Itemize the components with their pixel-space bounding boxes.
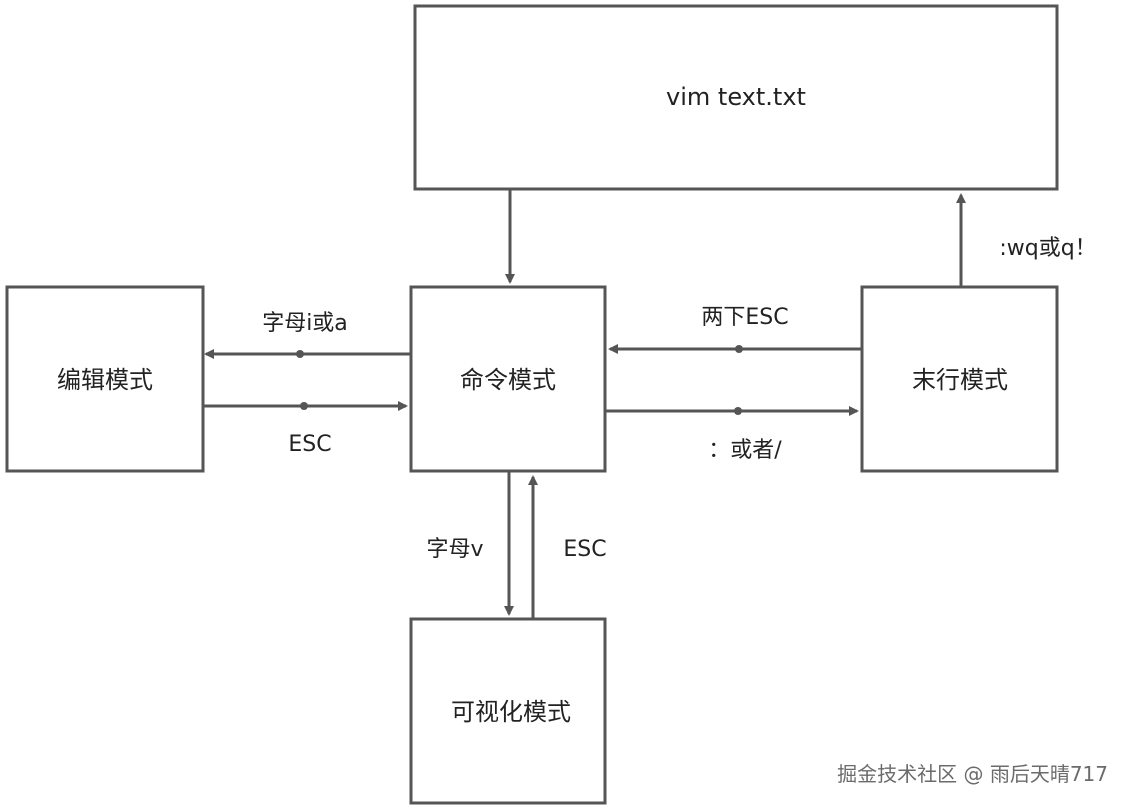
- watermark-text: 掘金技术社区 @ 雨后天晴717: [837, 762, 1108, 786]
- node-visual-mode-box: [409, 617, 607, 805]
- edge-lastline-to-command-label: 两下ESC: [701, 305, 788, 330]
- edge-lastline-to-command-dot: [735, 345, 743, 353]
- node-lastline-mode-label: 末行模式: [912, 366, 1008, 394]
- edge-visual-to-command-label: ESC: [563, 537, 606, 562]
- node-lastline-mode-box: [860, 285, 1059, 473]
- edge-command-to-edit-dot: [296, 350, 304, 358]
- edge-command-to-visual-label: 字母v: [426, 537, 483, 562]
- node-command-mode-label: 命令模式: [460, 366, 556, 394]
- edge-command-to-lastline-label: ：或者/: [708, 438, 782, 463]
- node-edit-mode-box: [5, 285, 205, 473]
- node-vim-command: vim text.txt: [413, 4, 1059, 191]
- node-vim-command-label: vim text.txt: [666, 83, 806, 111]
- node-command-mode-box: [409, 285, 607, 473]
- edge-edit-to-command-dot: [300, 402, 308, 410]
- edge-edit-to-command-label: ESC: [288, 432, 331, 457]
- node-vim-command-box: [413, 4, 1059, 191]
- node-lastline-mode: 末行模式: [860, 285, 1059, 473]
- node-command-mode: 命令模式: [409, 285, 607, 473]
- edge-lastline-to-vim-label: :wq或q！: [999, 236, 1096, 261]
- edge-command-to-lastline-dot: [734, 407, 742, 415]
- node-visual-mode-label: 可视化模式: [451, 698, 571, 726]
- node-visual-mode: 可视化模式: [409, 617, 607, 805]
- node-edit-mode: 编辑模式: [5, 285, 205, 473]
- edge-command-to-edit-label: 字母i或a: [262, 311, 348, 336]
- node-edit-mode-label: 编辑模式: [57, 366, 153, 394]
